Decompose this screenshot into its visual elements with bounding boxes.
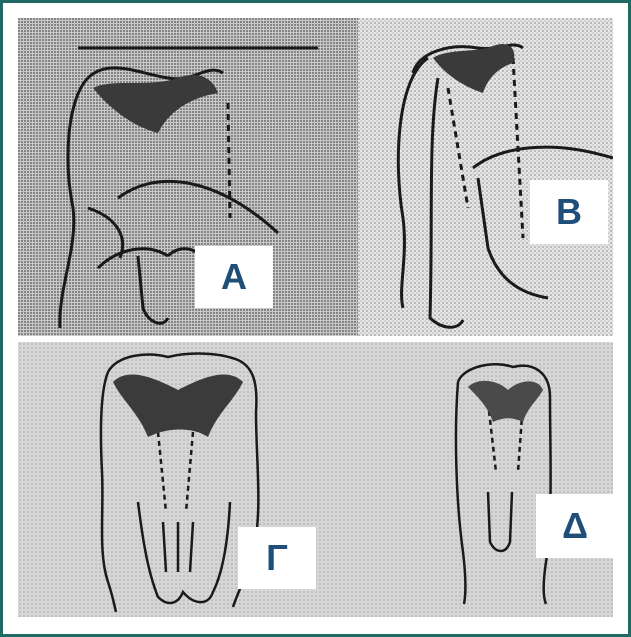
side-view-illustration: [18, 18, 613, 336]
label-g: Γ: [238, 527, 316, 589]
top-photo-panel: [18, 18, 613, 336]
label-b: B: [530, 180, 608, 244]
label-d: Δ: [536, 494, 614, 558]
label-a: A: [195, 246, 273, 308]
